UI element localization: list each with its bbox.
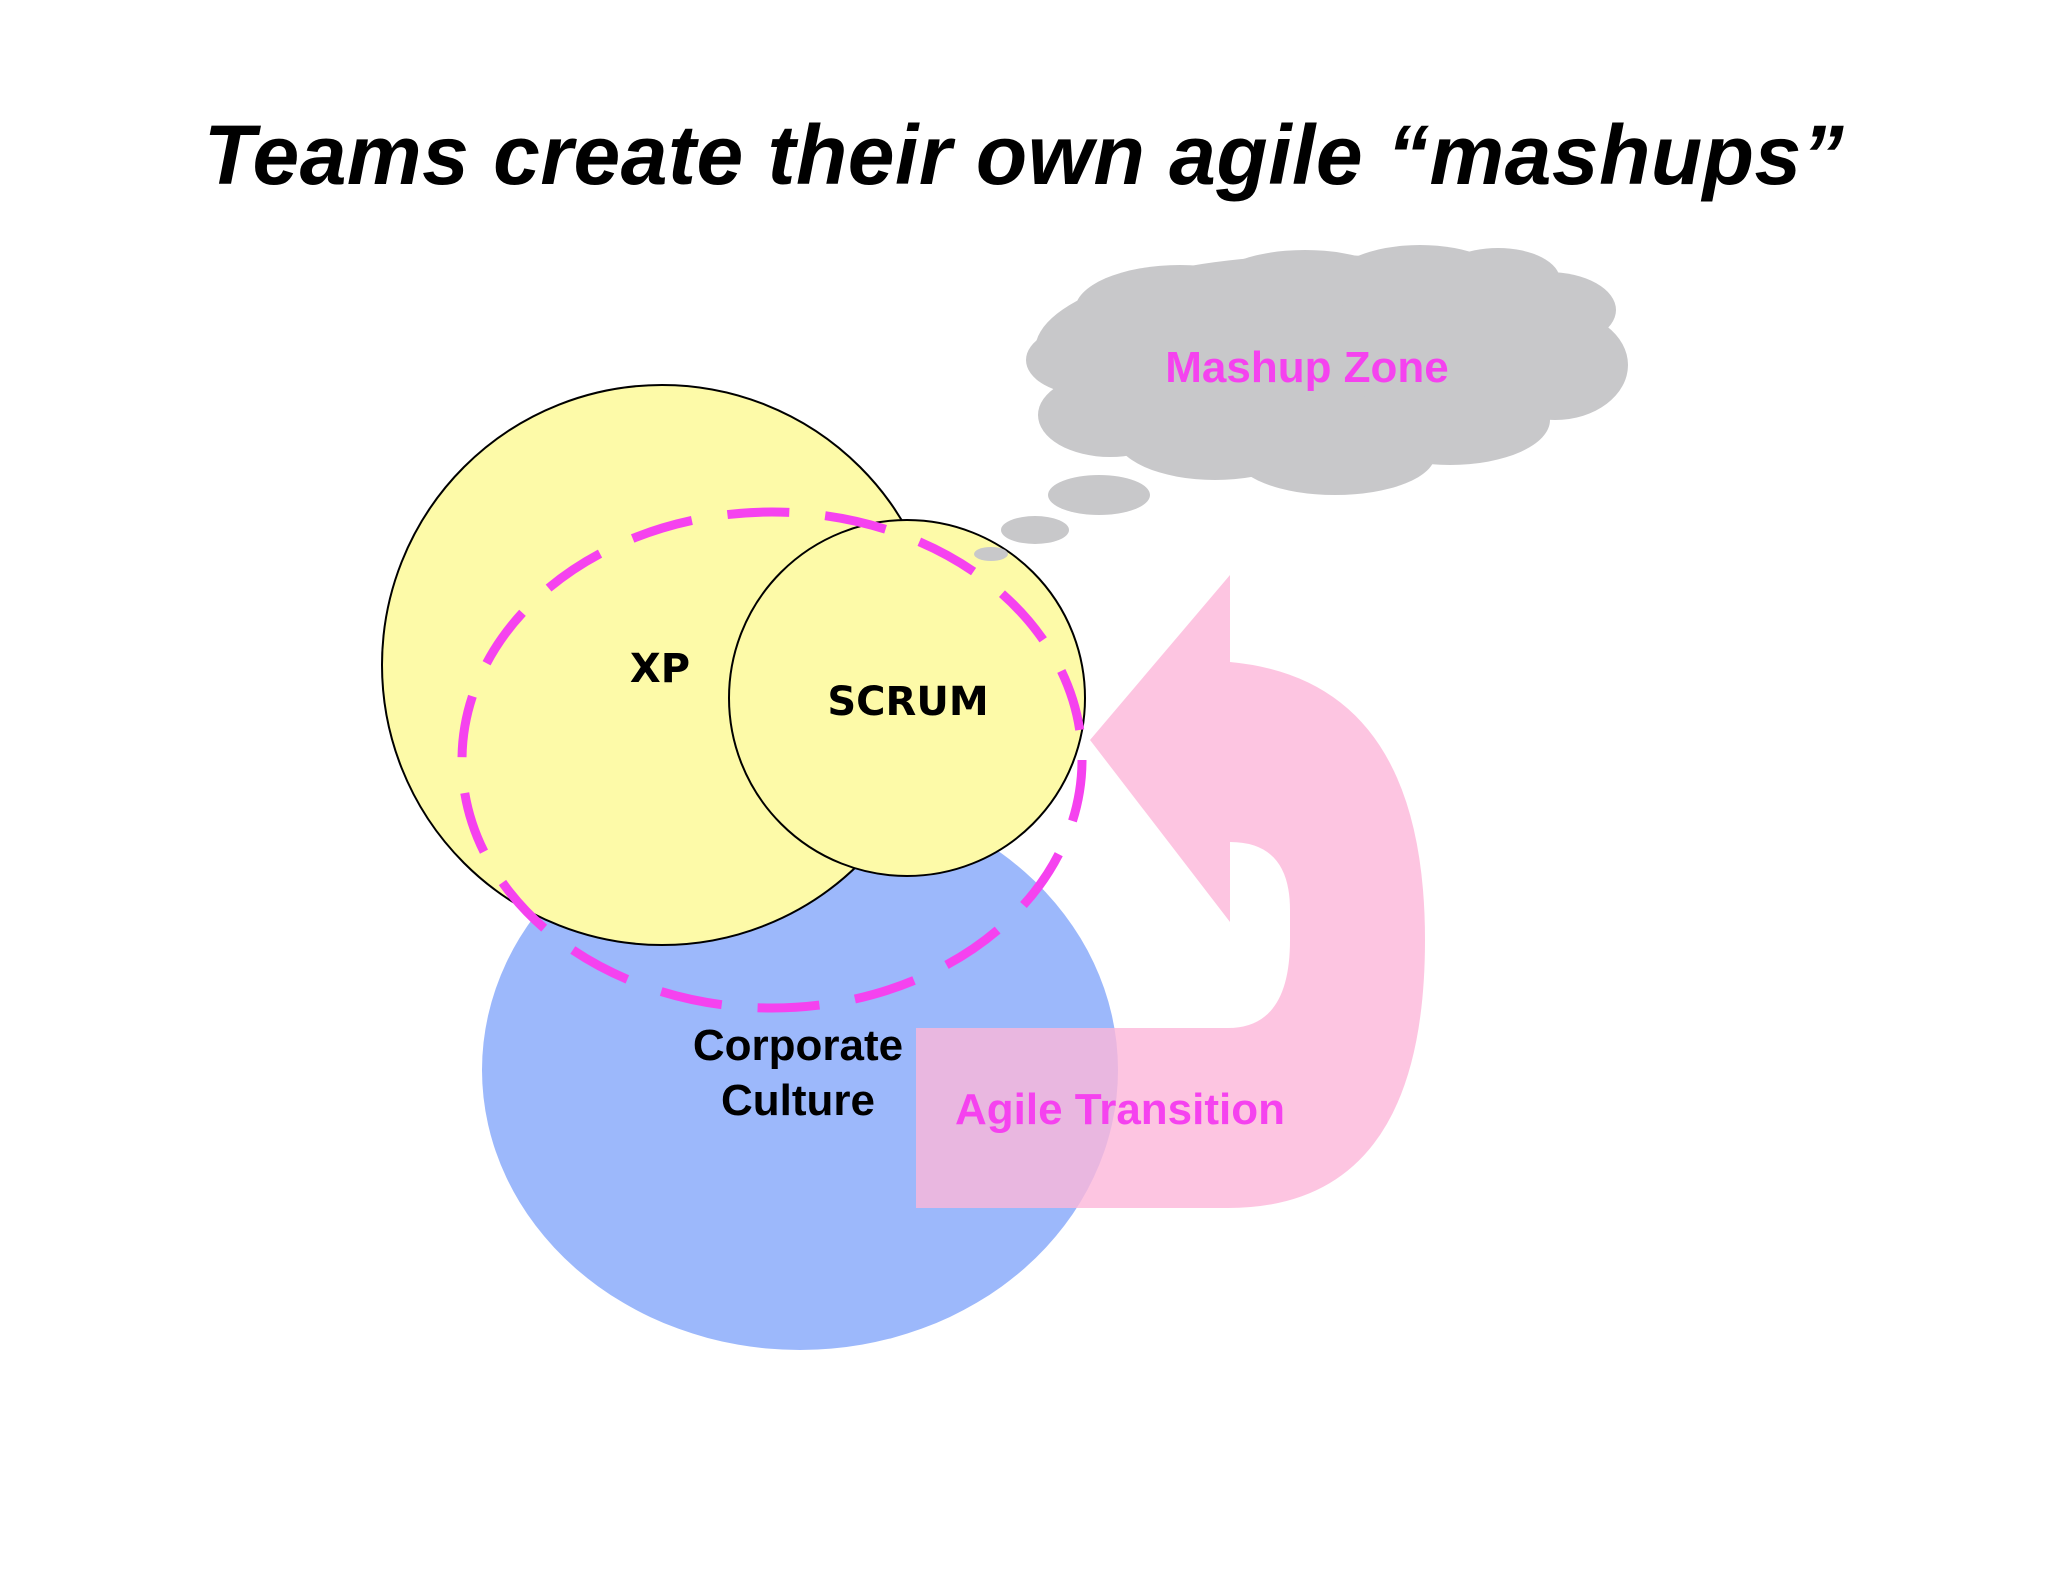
thought-bubble-dot-large — [1048, 475, 1150, 515]
mashup-zone-cloud — [1026, 245, 1628, 495]
corporate-culture-label-line1: Corporate — [693, 1021, 903, 1070]
agile-transition-label: Agile Transition — [955, 1085, 1285, 1134]
thought-bubble-dot-small — [974, 547, 1008, 561]
thought-bubble-dot-medium — [1001, 516, 1069, 544]
mashup-zone-label: Mashup Zone — [1165, 343, 1449, 392]
agile-transition-arrow — [916, 575, 1425, 1208]
xp-label: XP — [630, 646, 690, 692]
scrum-circle — [728, 519, 1086, 877]
slide-title: Teams create their own agile “mashups” — [203, 108, 1845, 202]
corporate-culture-label-line2: Culture — [721, 1076, 875, 1125]
scrum-label: SCRUM — [827, 679, 988, 725]
mashup-zone-outline — [457, 507, 1087, 1013]
